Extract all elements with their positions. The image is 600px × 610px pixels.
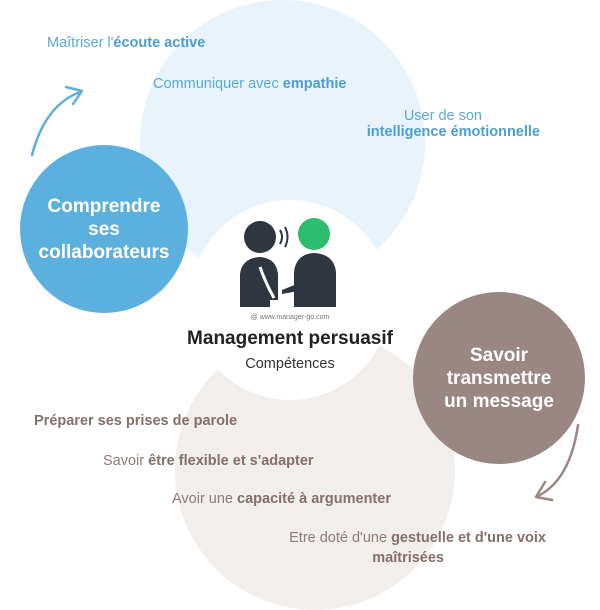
top-item-1: Maîtriser l'écoute active: [47, 35, 206, 51]
diagram-title: Management persuasif: [187, 328, 393, 349]
left-circle-label: Comprendre ses collaborateurs: [38, 195, 170, 263]
left-circle-comprendre: Comprendre ses collaborateurs: [20, 145, 188, 313]
credit-text: @ www.manager-go.com: [250, 314, 330, 321]
two-people-conversation-icon: [240, 218, 336, 307]
top-item-2: Communiquer avec empathie: [153, 76, 347, 92]
bottom-item-4: Etre doté d'une gestuelle et d'une voix …: [289, 530, 546, 566]
diagram-subtitle: Compétences: [245, 356, 335, 372]
bottom-item-3: Avoir une capacité à argumenter: [172, 491, 391, 507]
bottom-item-2: Savoir être flexible et s'adapter: [103, 453, 314, 469]
center-disc: [190, 200, 390, 400]
top-item-3: User de son intelligence émotionnelle: [366, 108, 540, 140]
bottom-item-1: Préparer ses prises de parole: [34, 413, 238, 429]
right-circle-transmettre: Savoir transmettre un message: [413, 292, 585, 464]
right-circle-label: Savoir transmettre un message: [444, 344, 554, 412]
